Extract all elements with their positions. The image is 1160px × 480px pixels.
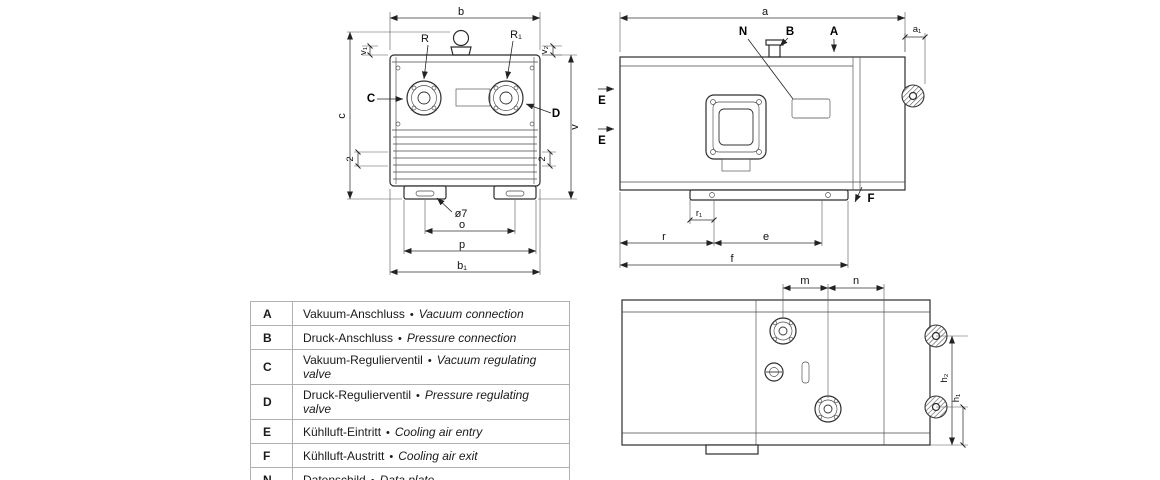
pump-housing-bottom: [621, 299, 931, 446]
dim-label-a1: a₁: [913, 24, 922, 35]
legend-term-en: Data plate: [379, 472, 435, 480]
legend-desc: Kühlluft-Austritt • Cooling air exit: [292, 443, 570, 468]
legend-term-de: Vakuum-Anschluss: [303, 306, 405, 321]
legend-desc: Vakuum-Anschluss • Vacuum connection: [292, 301, 570, 326]
dim-label-R: R: [421, 33, 429, 45]
pressure-connection-fitting: [765, 39, 784, 58]
fan-end-cap: [901, 84, 925, 108]
base-rail: [689, 189, 849, 201]
name-plate-front: [455, 88, 491, 107]
legend-term-en: Cooling air entry: [394, 424, 483, 439]
regulating-valve: [764, 362, 784, 382]
legend-row: C Vakuum-Regulierventil •Vacuum regulatin…: [250, 349, 570, 385]
callout-C: C: [367, 93, 375, 105]
legend-table: A Vakuum-Anschluss • Vacuum connection B D…: [250, 301, 570, 480]
port-bottom: [814, 395, 842, 423]
callout-E-upper: E: [598, 95, 606, 107]
legend-separator: •: [427, 355, 432, 367]
legend-row: N Datenschild • Data plate: [250, 467, 570, 480]
dim-label-2-right: 2: [537, 156, 548, 161]
legend-desc: Vakuum-Regulierventil •Vacuum regulating …: [292, 349, 570, 385]
dim-label-v1: v₁: [358, 47, 369, 55]
callout-E-lower: E: [598, 135, 606, 147]
dim-label-b: b: [458, 6, 464, 18]
legend-term-de: Vakuum-Regulierventil: [303, 353, 423, 367]
legend-separator: •: [398, 332, 402, 345]
dim-label-m: m: [800, 275, 809, 287]
callout-N: N: [739, 26, 747, 38]
dim-label-r: r: [662, 231, 666, 243]
dim-label-b1: b₁: [457, 260, 467, 272]
legend-key: B: [250, 325, 293, 350]
dim-label-e: e: [763, 231, 769, 243]
legend-key: N: [250, 467, 293, 480]
slot-detail: [801, 361, 810, 384]
dim-label-n: n: [853, 275, 859, 287]
lifting-eye: [450, 29, 472, 56]
bottom-view: m n h₂ h₁: [621, 275, 968, 455]
legend-desc: Druck-Regulierventil •Pressure regulating…: [292, 384, 570, 420]
dim-label-2-left: 2: [345, 156, 356, 161]
dim-label-v: v: [569, 124, 581, 130]
legend-desc: Datenschild • Data plate: [292, 467, 570, 480]
dim-label-h1: h₁: [951, 394, 962, 403]
legend-separator: •: [386, 426, 390, 439]
legend-term-en: Vacuum connection: [418, 306, 524, 321]
legend-row: A Vakuum-Anschluss • Vacuum connection: [250, 301, 570, 326]
legend-term-de: Datenschild: [303, 472, 366, 480]
callout-B: B: [786, 26, 794, 38]
legend-separator: •: [389, 450, 394, 463]
callout-F: F: [867, 193, 874, 205]
dim-label-a: a: [762, 6, 769, 18]
port-top: [769, 317, 797, 345]
legend-term-en: Pressure regulating valve: [303, 388, 529, 416]
dim-label-v2: v₂: [539, 45, 550, 54]
legend-row: B Druck-Anschluss • Pressure connection: [250, 325, 570, 350]
legend-term-en: Cooling air exit: [398, 448, 478, 463]
data-plate: [791, 98, 831, 119]
legend-row: D Druck-Regulierventil •Pressure regulati…: [250, 384, 570, 420]
cooling-fins: [393, 136, 537, 180]
callout-A: A: [830, 26, 838, 38]
pump-housing-front: [389, 54, 541, 187]
legend-term-en: Vacuum regulating valve: [303, 353, 537, 381]
dim-label-R1: R₁: [510, 29, 522, 41]
vacuum-port: [406, 80, 442, 116]
legend-key: C: [250, 349, 293, 385]
legend-term-de: Kühlluft-Eintritt: [303, 424, 382, 439]
dim-label-o: o: [459, 219, 465, 231]
front-view: b R R₁ v₁ v₂ C D c v 2 2 ø7 o p: [336, 6, 581, 275]
legend-key: E: [250, 419, 293, 444]
legend-separator: •: [409, 308, 414, 321]
dim-label-p: p: [459, 239, 465, 251]
legend-desc: Kühlluft-Eintritt • Cooling air entry: [292, 419, 570, 444]
mounting-flange: [705, 94, 767, 172]
legend-term-de: Kühlluft-Austritt: [303, 448, 385, 463]
legend-desc: Druck-Anschluss • Pressure connection: [292, 325, 570, 350]
callout-D: D: [552, 108, 560, 120]
legend-separator: •: [416, 390, 420, 402]
dim-label-dia7: ø7: [455, 208, 468, 220]
legend-row: E Kühlluft-Eintritt • Cooling air entry: [250, 419, 570, 444]
pressure-port: [488, 80, 524, 116]
legend-key: F: [250, 443, 293, 468]
legend-key: A: [250, 301, 293, 326]
legend-term-de: Druck-Anschluss: [303, 330, 394, 345]
mounting-feet: [403, 185, 537, 200]
dim-label-h2: h₂: [939, 373, 950, 382]
legend-term-en: Pressure connection: [406, 330, 517, 345]
legend-row: F Kühlluft-Austritt • Cooling air exit: [250, 443, 570, 468]
legend-separator: •: [371, 475, 375, 480]
foot-tab: [705, 444, 759, 455]
dim-label-c: c: [336, 113, 348, 119]
pump-housing-side: [619, 56, 906, 191]
legend-key: D: [250, 384, 293, 420]
side-view: N B A E E F a a₁ r₁ r e f: [598, 6, 928, 268]
legend-term-de: Druck-Regulierventil: [303, 388, 412, 402]
dim-label-f: f: [730, 253, 734, 265]
dim-label-r1: r₁: [696, 208, 702, 219]
